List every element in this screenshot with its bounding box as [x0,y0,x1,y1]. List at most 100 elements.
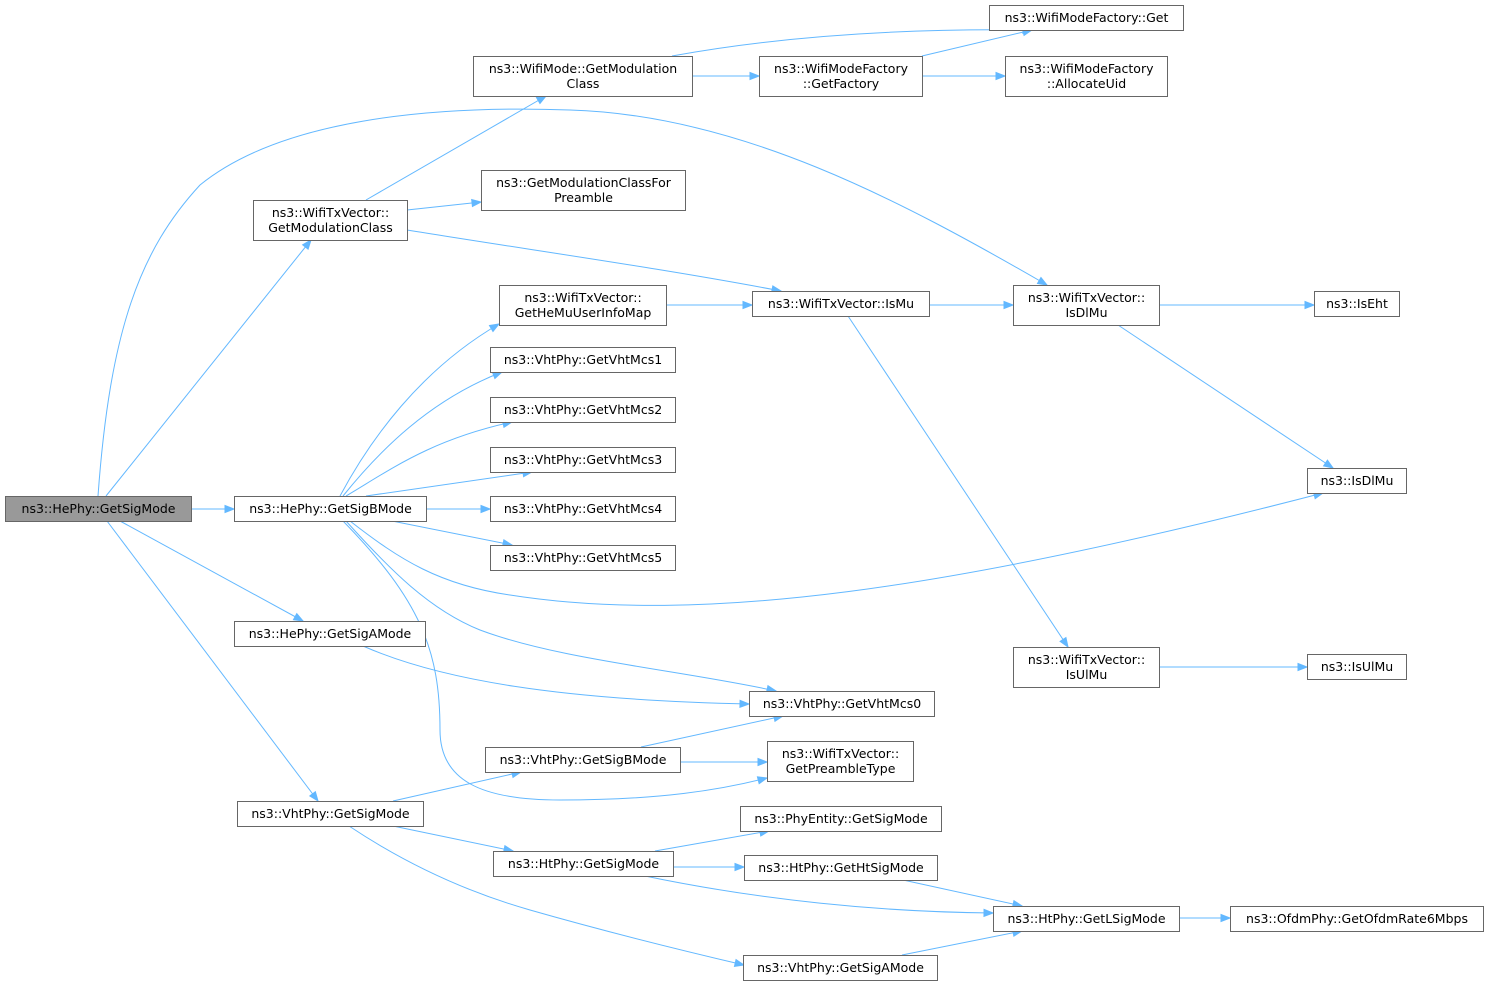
edge-arrowhead [292,612,305,622]
node-box [767,741,914,782]
node-box [473,56,693,97]
node-ht_gethtsigmode[interactable]: ns3::HtPhy::GetHtSigMode [744,855,938,881]
node-label: Class [567,76,600,91]
edge-modefactory_getfactory-to-modefactory_allocuid [922,71,1007,81]
node-hephy_getsigamode[interactable]: ns3::HePhy::GetSigAMode [234,621,426,647]
node-modefactory_getfactory[interactable]: ns3::WifiModeFactory::GetFactory [759,56,923,97]
node-label: ::AllocateUid [1047,76,1126,91]
edge-line [392,771,522,802]
edge-line [348,825,745,966]
node-box [740,806,942,832]
edge-arrowhead [480,504,492,514]
node-vht_getvhtmcs4[interactable]: ns3::VhtPhy::GetVhtMcs4 [490,496,676,522]
node-label: ns3::WifiTxVector:: [1028,652,1145,667]
node-label: ns3::IsUlMu [1321,659,1393,674]
node-box [493,851,674,877]
node-txvec_gethemuuserinfomap[interactable]: ns3::WifiTxVector::GetHeMuUserInfoMap [499,285,667,326]
node-label: IsUlMu [1066,667,1108,682]
edge-hephy_getsigmode-to-hephy_getsigbmode [186,504,236,514]
node-box [744,855,938,881]
node-layer: ns3::HePhy::GetSigMode ns3::WifiMode::Get… [5,5,1484,981]
node-vht_getvhtmcs0[interactable]: ns3::VhtPhy::GetVhtMcs0 [749,691,935,717]
node-modefactory_allocuid[interactable]: ns3::WifiModeFactory::AllocateUid [1005,56,1168,97]
node-ht_getsigmode[interactable]: ns3::HtPhy::GetSigMode [493,851,674,877]
edge-hephy_getsigbmode-to-vht_getvhtmcs2 [345,419,514,497]
node-box [1013,285,1160,326]
edge-line [392,825,514,852]
edge-line [391,520,513,546]
edge-hephy_getsigbmode-to-vht_getvhtmcs5 [391,520,514,548]
edge-arrowhead [733,958,746,967]
node-label: ns3::HePhy::GetSigBMode [249,501,412,516]
node-box [234,496,427,522]
edge-ht_getlsigmode-to-ofdm_getofdmrate6mbps [1179,913,1232,923]
edge-line [97,108,1048,497]
node-vht_getvhtmcs2[interactable]: ns3::VhtPhy::GetVhtMcs2 [490,397,676,423]
edge-arrowhead [757,757,769,767]
node-txvec_isulmu[interactable]: ns3::WifiTxVector::IsUlMu [1013,647,1160,688]
edge-arrowhead [983,908,995,918]
edge-arrowhead [1322,459,1335,469]
node-isulmu[interactable]: ns3::IsUlMu [1307,654,1407,680]
node-box [1013,647,1160,688]
edge-hephy_getsigmode-to-vht_getsigmode [106,520,319,803]
node-ofdm_getofdmrate6mbps[interactable]: ns3::OfdmPhy::GetOfdmRate6Mbps [1230,906,1484,932]
edge-line [1117,324,1334,469]
node-txvec_isdlmu[interactable]: ns3::WifiTxVector::IsDlMu [1013,285,1160,326]
edge-line [640,715,784,748]
edge-line [654,830,770,852]
node-txvec_getpreambletype[interactable]: ns3::WifiTxVector::GetPreambleType [767,741,914,782]
node-ht_getlsigmode[interactable]: ns3::HtPhy::GetLSigMode [993,906,1180,932]
node-vht_getvhtmcs5[interactable]: ns3::VhtPhy::GetVhtMcs5 [490,545,676,571]
node-phyentity_getsigmode[interactable]: ns3::PhyEntity::GetSigMode [740,806,942,832]
edge-line [365,95,547,201]
node-label: ns3::VhtPhy::GetSigMode [251,806,410,821]
node-isdlmu[interactable]: ns3::IsDlMu [1307,468,1407,494]
edge-line [406,229,782,292]
node-hephy_getsigbmode[interactable]: ns3::HePhy::GetSigBMode [234,496,427,522]
edge-line [901,930,1023,956]
node-label: ns3::WifiTxVector::IsMu [768,296,914,311]
node-vht_getvhtmcs1[interactable]: ns3::VhtPhy::GetVhtMcs1 [490,347,676,373]
node-label: ns3::GetModulationClassFor [496,175,672,190]
edge-arrowhead [224,504,236,514]
node-vht_getsigamode[interactable]: ns3::VhtPhy::GetSigAMode [743,955,938,981]
node-vht_getsigmode[interactable]: ns3::VhtPhy::GetSigMode [237,801,424,827]
edge-line [342,520,768,801]
node-label: GetHeMuUserInfoMap [515,305,652,320]
node-label: ns3::WifiMode::GetModulation [489,61,677,76]
node-modefactory_get[interactable]: ns3::WifiModeFactory::Get [989,5,1184,31]
node-wifimode_getmodclass[interactable]: ns3::WifiMode::GetModulationClass [473,56,693,97]
edge-line [847,315,1069,648]
node-label: ns3::VhtPhy::GetSigAMode [757,960,924,975]
node-label: ns3::VhtPhy::GetVhtMcs2 [504,402,662,417]
node-txvec_getmodclass[interactable]: ns3::WifiTxVector::GetModulationClass [253,200,408,241]
edge-line [671,29,1033,57]
edge-line [644,875,994,914]
node-vht_getsigbmode[interactable]: ns3::VhtPhy::GetSigBMode [485,747,681,773]
node-vht_getvhtmcs3[interactable]: ns3::VhtPhy::GetVhtMcs3 [490,447,676,473]
edge-hephy_getsigbmode-to-vht_getvhtmcs4 [426,504,492,514]
node-txvec_ismu[interactable]: ns3::WifiTxVector::IsMu [752,291,930,317]
node-hephy_getsigmode[interactable]: ns3::HePhy::GetSigMode [5,496,192,522]
edge-ht_gethtsigmode-to-ht_getlsigmode [902,879,1024,909]
edge-ht_getsigmode-to-ht_gethtsigmode [673,862,746,872]
edge-line [902,879,1023,907]
node-label: ns3::VhtPhy::GetVhtMcs5 [504,550,662,565]
edge-txvec_isdlmu-to-isdlmu [1117,324,1335,469]
edge-arrowhead [742,300,754,310]
node-box [1314,291,1400,317]
edge-arrowhead [471,198,483,208]
node-label: ns3::VhtPhy::GetVhtMcs0 [763,696,921,711]
node-iseht[interactable]: ns3::IsEht [1314,291,1400,317]
edge-arrowhead [1297,662,1309,672]
node-label: ns3::IsDlMu [1321,473,1394,488]
edge-arrowhead [301,238,312,251]
edge-txvec_ismu-to-txvec_isdlmu [929,300,1015,310]
edge-ht_getsigmode-to-ht_getlsigmode [644,875,995,918]
edge-arrowhead [739,699,751,709]
node-box [752,291,930,317]
edge-arrowhead [535,95,548,105]
